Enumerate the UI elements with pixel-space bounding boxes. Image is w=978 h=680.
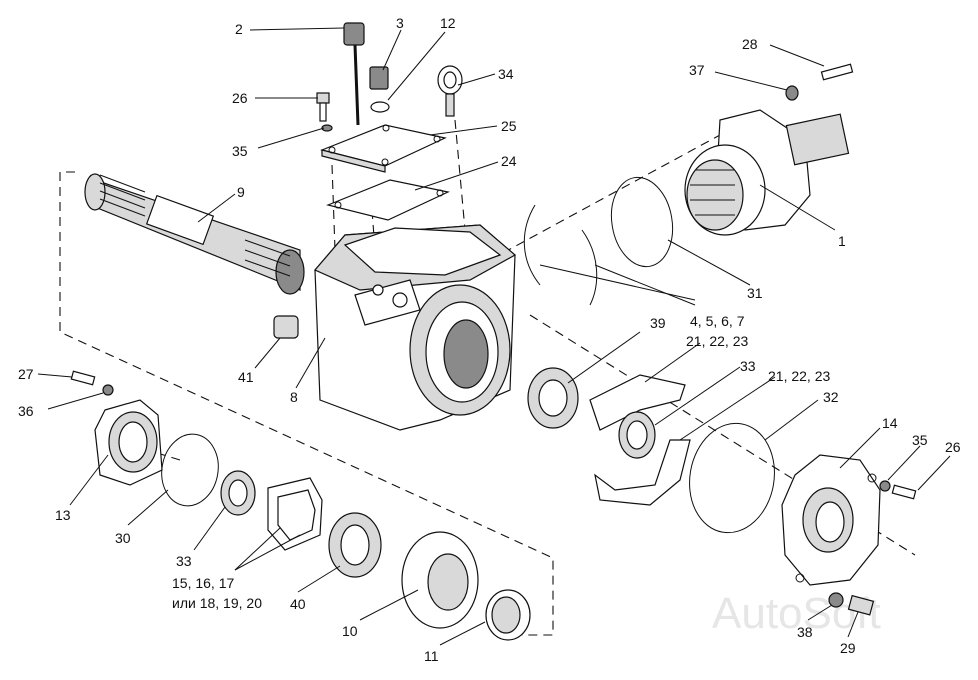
callout-3: 3 (396, 15, 404, 31)
callout-26-top: 26 (232, 90, 248, 106)
callout-25: 25 (501, 118, 517, 134)
gear-10-part (401, 531, 479, 629)
callout-14: 14 (882, 415, 898, 431)
flange-bolt-part (785, 63, 854, 101)
o-ring-31-part (610, 176, 674, 268)
side-cover-bolt-part (879, 480, 917, 500)
breather-part (369, 66, 390, 113)
callout-31: 31 (747, 285, 763, 301)
callout-36: 36 (18, 403, 34, 419)
eye-bolt-part (437, 65, 463, 117)
callout-24: 24 (501, 153, 517, 169)
bearing-cap-13-part (94, 399, 163, 486)
drain-plug-part (828, 592, 875, 616)
callout-10: 10 (342, 623, 358, 639)
gearbox-housing-part (314, 224, 517, 431)
callout-35-right: 35 (912, 432, 928, 448)
bearing-39-part (527, 367, 579, 429)
input-shaft-part (84, 173, 305, 295)
top-cover-part (320, 124, 447, 173)
callout-28: 28 (742, 36, 758, 52)
callout-35-top: 35 (232, 143, 248, 159)
o-ring-32-part (689, 422, 775, 534)
callout-18-19-20: или 18, 19, 20 (172, 595, 262, 611)
bolt-27-part (70, 370, 114, 396)
callout-29: 29 (840, 640, 856, 656)
seal-33-part (618, 411, 656, 459)
shim-plate-left-part (267, 477, 323, 551)
side-cover-14-part (781, 454, 881, 586)
callout-9: 9 (237, 184, 245, 200)
callout-21-22-23-b: 21, 22, 23 (768, 368, 830, 384)
seal-33-left-part (220, 470, 256, 516)
callout-34: 34 (498, 66, 514, 82)
bearing-40-part (328, 512, 382, 578)
retaining-ring-part (523, 204, 598, 306)
callout-15-16-17: 15, 16, 17 (172, 575, 234, 591)
o-ring-30-part (161, 433, 219, 507)
bushing-41-part (273, 315, 299, 339)
callout-33-left: 33 (176, 553, 192, 569)
callout-21-22-23-a: 21, 22, 23 (686, 333, 748, 349)
shim-plate-part (589, 374, 691, 506)
callout-33-right: 33 (740, 358, 756, 374)
ring-11-part (485, 589, 531, 641)
callout-11: 11 (424, 648, 439, 664)
callout-41: 41 (238, 369, 254, 385)
callout-13: 13 (55, 507, 71, 523)
callout-37: 37 (689, 62, 705, 78)
callout-leaders (37, 27, 951, 646)
callout-39: 39 (650, 315, 666, 331)
callout-2: 2 (235, 21, 243, 37)
bevel-gear-flange-part (684, 109, 850, 236)
callout-1: 1 (838, 233, 846, 249)
cover-bolt-part (316, 92, 333, 132)
callout-27: 27 (18, 366, 34, 382)
cover-gasket-part (326, 179, 450, 221)
callout-4-5-6-7: 4, 5, 6, 7 (690, 313, 745, 329)
callout-32: 32 (823, 389, 839, 405)
callout-8: 8 (290, 389, 298, 405)
dipstick-part (343, 22, 365, 126)
callout-12: 12 (440, 15, 456, 31)
callout-26-right: 26 (945, 439, 961, 455)
callout-40: 40 (290, 596, 306, 612)
callout-30: 30 (115, 530, 131, 546)
callout-38: 38 (797, 624, 813, 640)
callout-labels: 2 3 12 34 26 25 35 24 9 28 37 1 31 4, 5,… (18, 15, 961, 664)
